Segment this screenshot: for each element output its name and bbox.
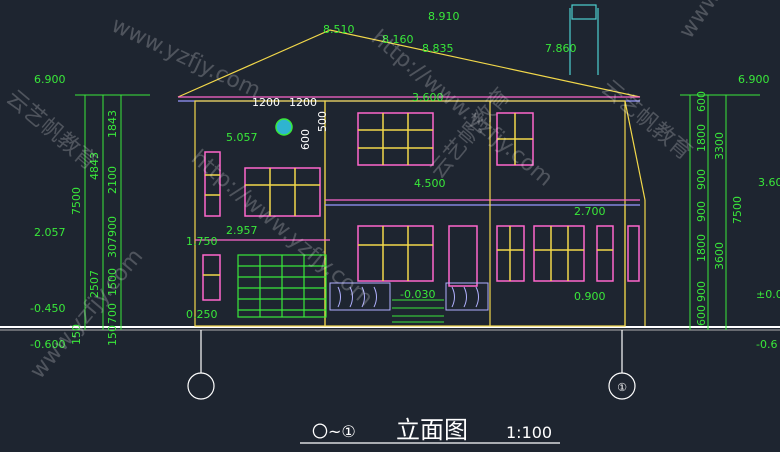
dim-left-inner-5: 700 (106, 303, 119, 324)
windows (202, 112, 640, 301)
level-left-1: 6.900 (34, 73, 66, 86)
watermark-2: www.yzfjy.com (674, 0, 780, 43)
level-left-3: -0.450 (30, 302, 65, 315)
elev-mid-6: 3.600 (412, 91, 444, 104)
level-right-1: 6.900 (738, 73, 770, 86)
dim-left-outer-2: 150 (70, 324, 83, 345)
axis-bubble-right-label: ① (617, 381, 627, 394)
dim-left-inner-4: 1500 (106, 268, 119, 296)
level-right-2: 3.60 (758, 176, 780, 189)
elev-top-5: 7.860 (545, 42, 577, 55)
round-window (275, 118, 293, 136)
level-left-4: -0.600 (30, 338, 65, 351)
dim-right-inner-5: 1800 (695, 234, 708, 262)
building-outline (177, 4, 646, 327)
watermark-3: 云艺帆教育 (1, 85, 101, 175)
dim-left-mid-2: 2507 (88, 270, 101, 298)
drawing-scale: 1:100 (506, 423, 552, 442)
dim-right-inner-6: 900 (695, 281, 708, 302)
elev-mid-13: 0.900 (574, 290, 606, 303)
watermark-4: 云艺帆教育 (596, 75, 696, 165)
dim-left-inner-1: 1843 (106, 110, 119, 138)
elev-mid-1: 1200 (252, 96, 280, 109)
watermark-1: www.yzfjy.com (107, 13, 264, 104)
elev-top-4: 8.835 (422, 42, 454, 55)
dim-left-inner-2: 2100 (106, 166, 119, 194)
elev-mid-11: 0.250 (186, 308, 218, 321)
dim-right-inner-7: 600 (695, 305, 708, 326)
dim-right-mid-2: 3600 (713, 242, 726, 270)
level-left-2: 2.057 (34, 226, 66, 239)
dim-left-inner-3: 307900 (106, 216, 119, 258)
dimension-lines (75, 94, 760, 330)
elev-mid-8: 2.957 (226, 224, 258, 237)
dim-right-inner-3: 900 (695, 169, 708, 190)
dim-right-inner-1: 600 (695, 91, 708, 112)
dim-right-inner-2: 1800 (695, 124, 708, 152)
elev-mid-12: -0.030 (400, 288, 435, 301)
axis-bubbles (187, 330, 636, 444)
dim-left-outer-1: 7500 (70, 187, 83, 215)
level-right-3: ±0.0 (756, 288, 780, 301)
elev-mid-10: 1.750 (186, 235, 218, 248)
watermark-6: http://www.yzfjy.com (366, 25, 557, 191)
elev-mid-7: 4.500 (414, 177, 446, 190)
elev-mid-4: 5.057 (226, 131, 258, 144)
dim-left-inner-6: 150 (106, 325, 119, 346)
elev-mid-3: 500 (316, 111, 329, 132)
garage-door (237, 254, 327, 318)
dim-right-outer-1: 7500 (731, 196, 744, 224)
dim-left-mid-1: 4843 (88, 152, 101, 180)
elev-top-3: 8.160 (382, 33, 414, 46)
balustrade (329, 282, 489, 323)
elev-mid-2: 1200 (289, 96, 317, 109)
axis-range-label: 〇~① (312, 422, 356, 441)
level-right-4: -0.6 (756, 338, 777, 351)
elev-mid-5: 600 (299, 129, 312, 150)
elev-top-2: 8.910 (428, 10, 460, 23)
dim-right-mid-1: 3300 (713, 132, 726, 160)
elev-top-1: 8.510 (323, 23, 355, 36)
drawing-title: 立面图 (396, 416, 468, 444)
dim-right-inner-4: 900 (695, 201, 708, 222)
elev-mid-9: 2.700 (574, 205, 606, 218)
